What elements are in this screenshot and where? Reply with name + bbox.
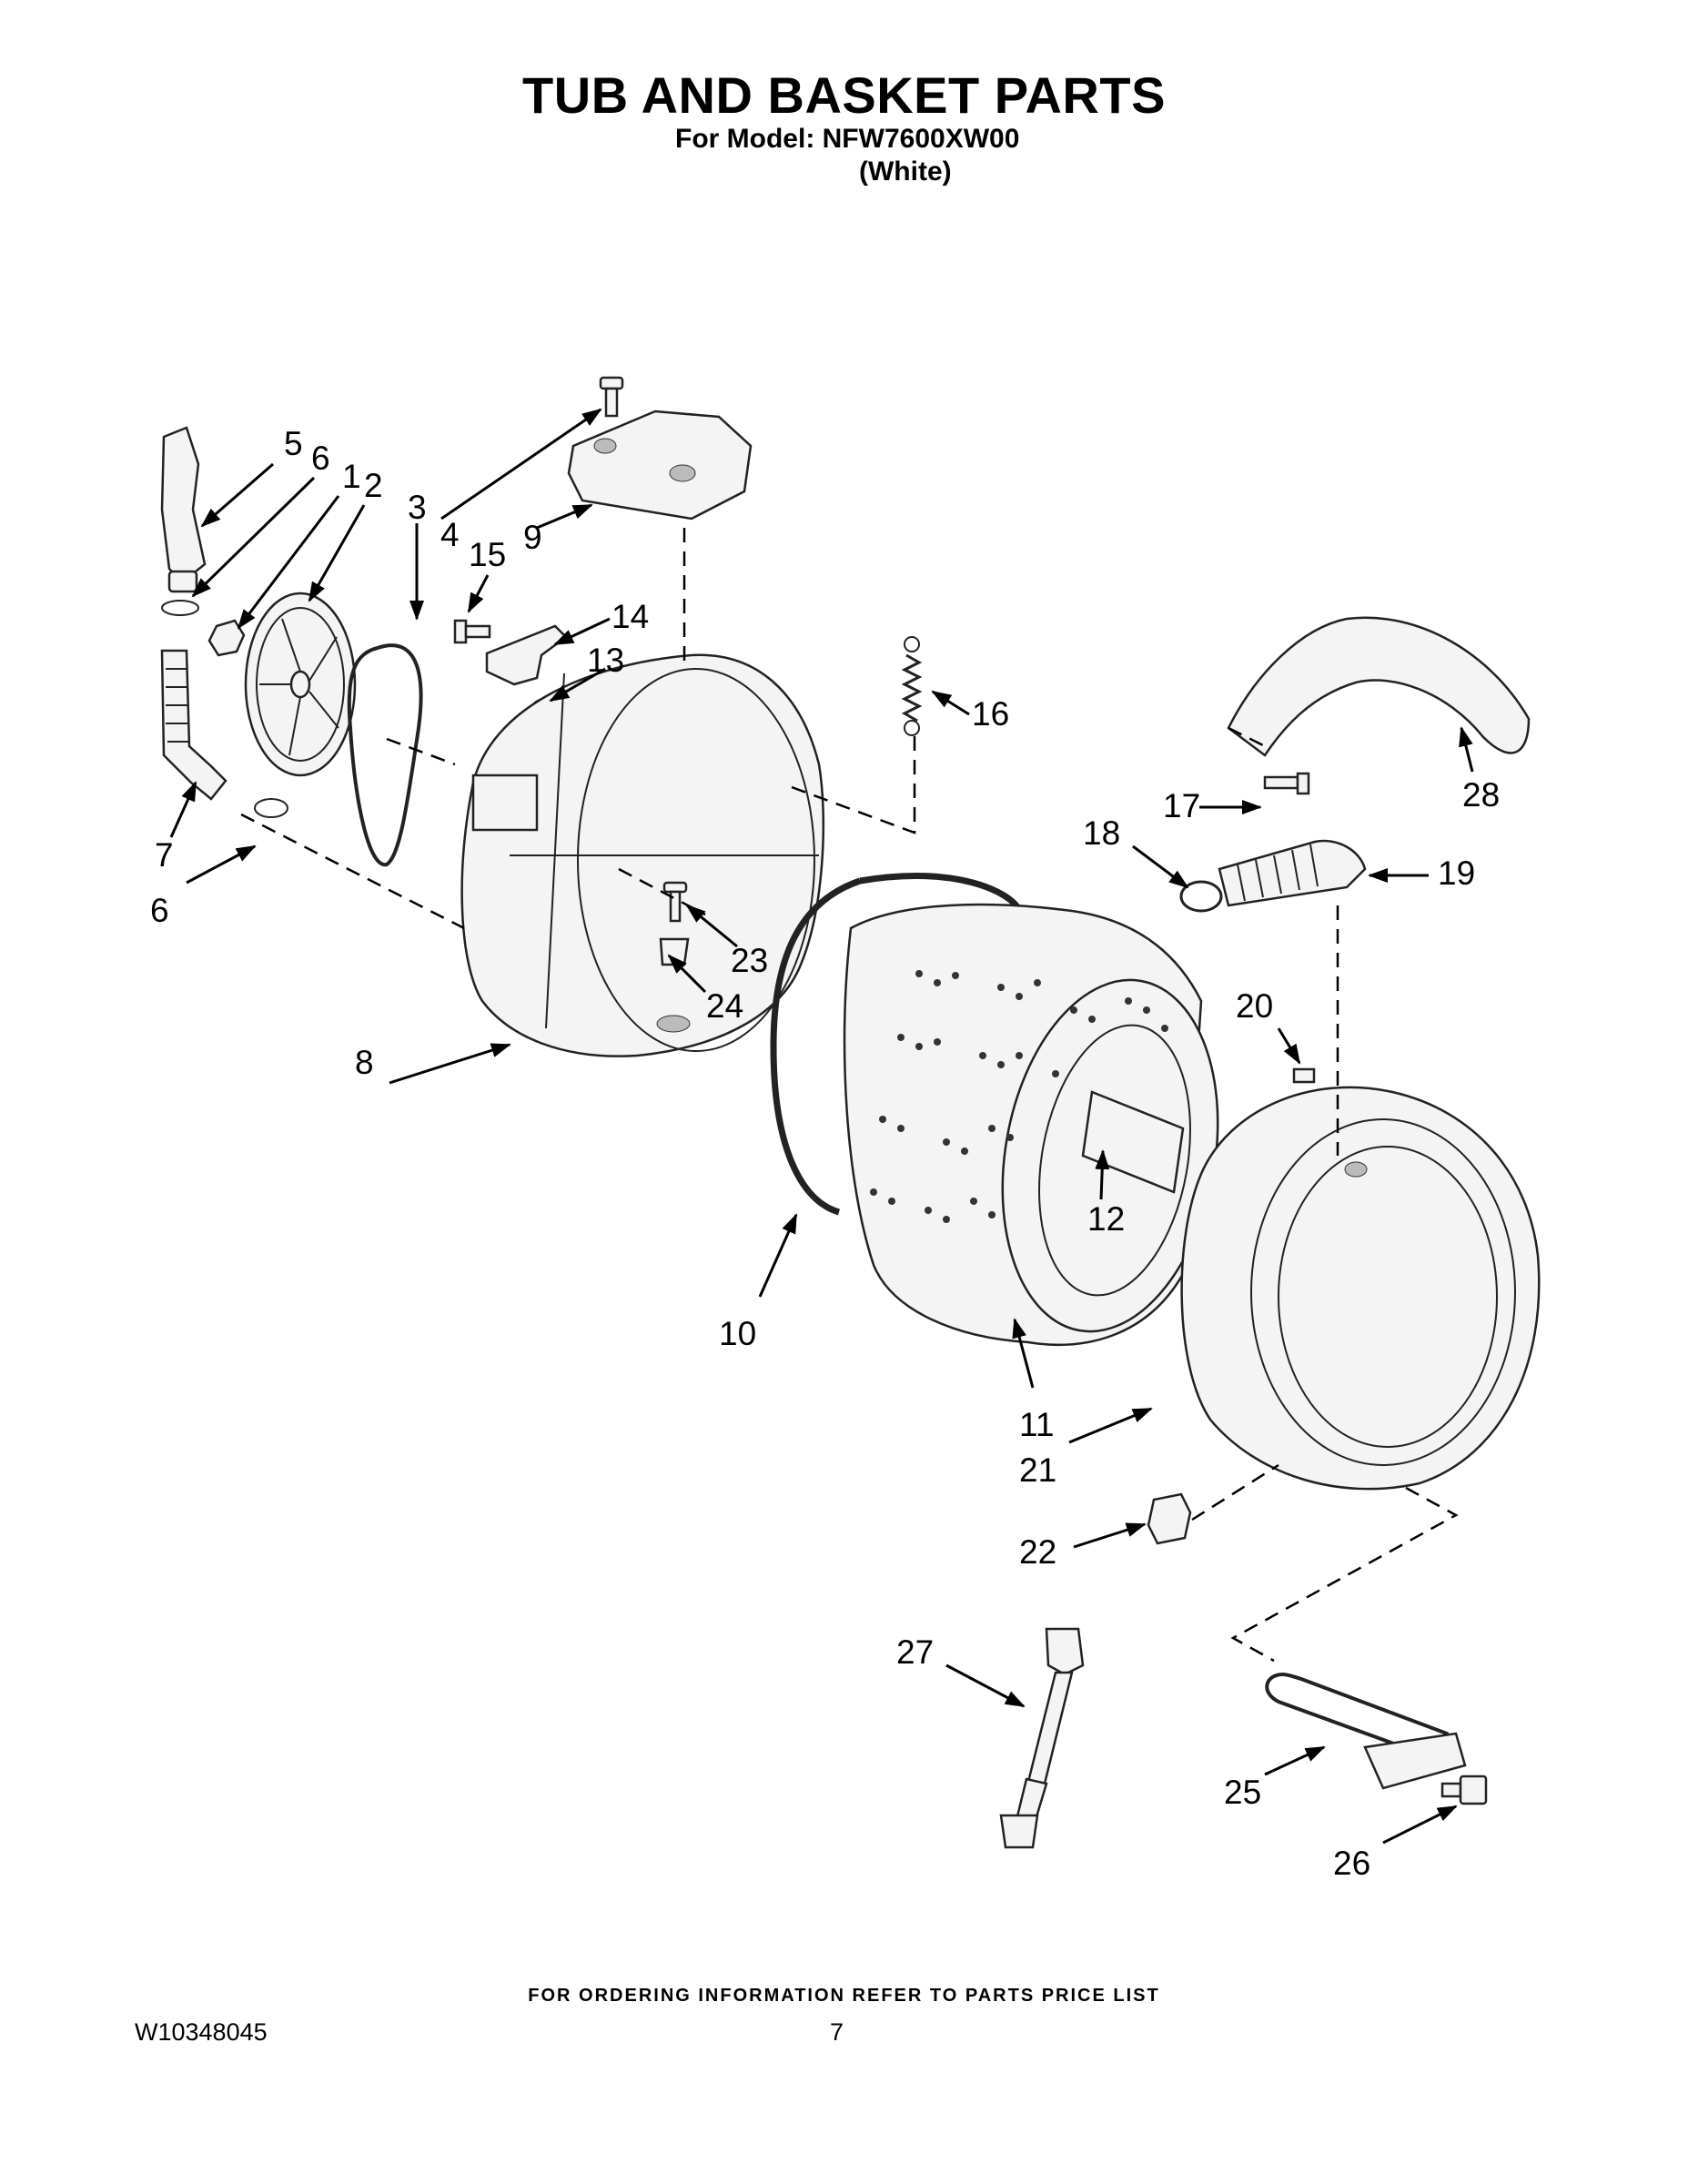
callout-13: 13: [587, 642, 624, 679]
callout-10: 10: [719, 1315, 756, 1352]
callout-7: 7: [155, 836, 174, 874]
callout-28: 28: [1462, 776, 1500, 814]
pulley-part: [244, 592, 357, 777]
drain-hose-part: [160, 649, 227, 801]
ordering-note: FOR ORDERING INFORMATION REFER TO PARTS …: [528, 1986, 1160, 2006]
callout-21: 21: [1019, 1451, 1056, 1489]
callout-19: 19: [1438, 854, 1475, 892]
callout-8: 8: [355, 1044, 374, 1081]
leader-lines: [169, 408, 1474, 1845]
model-line: For Model: NFW7600XW00: [675, 124, 1020, 154]
callout-25: 25: [1224, 1774, 1261, 1811]
pad-20-part: [1292, 1067, 1316, 1084]
document-number: W10348045: [135, 2018, 268, 2046]
drain-elbow-part: [160, 426, 207, 593]
callout-9: 9: [523, 519, 542, 556]
callout-6-lower: 6: [150, 892, 169, 929]
tub-shroud-part: [1227, 616, 1531, 757]
page-title: TUB AND BASKET PARTS: [522, 66, 1166, 124]
callout-20: 20: [1236, 987, 1273, 1025]
page-number: 7: [830, 2018, 844, 2046]
callout-6-upper: 6: [311, 440, 330, 477]
screw-15-part: [453, 619, 491, 644]
clamp-upper-part: [161, 600, 199, 616]
bolt-top-part: [599, 376, 624, 418]
callout-18: 18: [1083, 814, 1120, 852]
bolt-23-part: [662, 881, 688, 923]
color-line: (White): [859, 157, 952, 187]
heater-part: [1265, 1672, 1467, 1790]
callout-15: 15: [469, 536, 506, 573]
callout-26: 26: [1333, 1845, 1370, 1882]
vent-hose-part: [1218, 839, 1367, 907]
callout-4: 4: [440, 516, 460, 553]
callout-12: 12: [1087, 1200, 1125, 1238]
screw-17-part: [1263, 772, 1310, 795]
callout-labels: 5 6 1 2 3 4 9 15 14 13 16 7 6 8 23 24 10…: [150, 425, 1500, 1882]
callout-14: 14: [612, 598, 649, 635]
callout-24: 24: [706, 987, 743, 1025]
callout-2: 2: [364, 467, 383, 504]
callout-27: 27: [896, 1633, 934, 1671]
callout-3: 3: [408, 489, 427, 526]
rear-tub-part: [460, 653, 825, 1057]
bracket-14-part: [485, 624, 568, 686]
connector-26-part: [1440, 1774, 1488, 1805]
front-tub-part: [1180, 1086, 1541, 1491]
callout-11: 11: [1019, 1406, 1054, 1443]
counterweight-part: [567, 410, 753, 521]
pulley-nut-part: [207, 619, 246, 657]
drive-belt-part: [347, 643, 423, 867]
callout-16: 16: [972, 695, 1009, 733]
callout-17: 17: [1163, 787, 1200, 824]
callout-5: 5: [284, 425, 303, 462]
basket-part: [843, 903, 1219, 1347]
clamp-lower-part: [254, 798, 288, 818]
shock-absorber-part: [999, 1627, 1085, 1849]
callout-23: 23: [731, 942, 768, 979]
callout-22: 22: [1019, 1533, 1056, 1571]
callout-1: 1: [342, 458, 361, 495]
pad-22-part: [1147, 1492, 1192, 1545]
spring-part: [901, 636, 923, 736]
tub-seal-part: [770, 872, 1023, 1216]
clamp-18-part: [1179, 880, 1223, 913]
